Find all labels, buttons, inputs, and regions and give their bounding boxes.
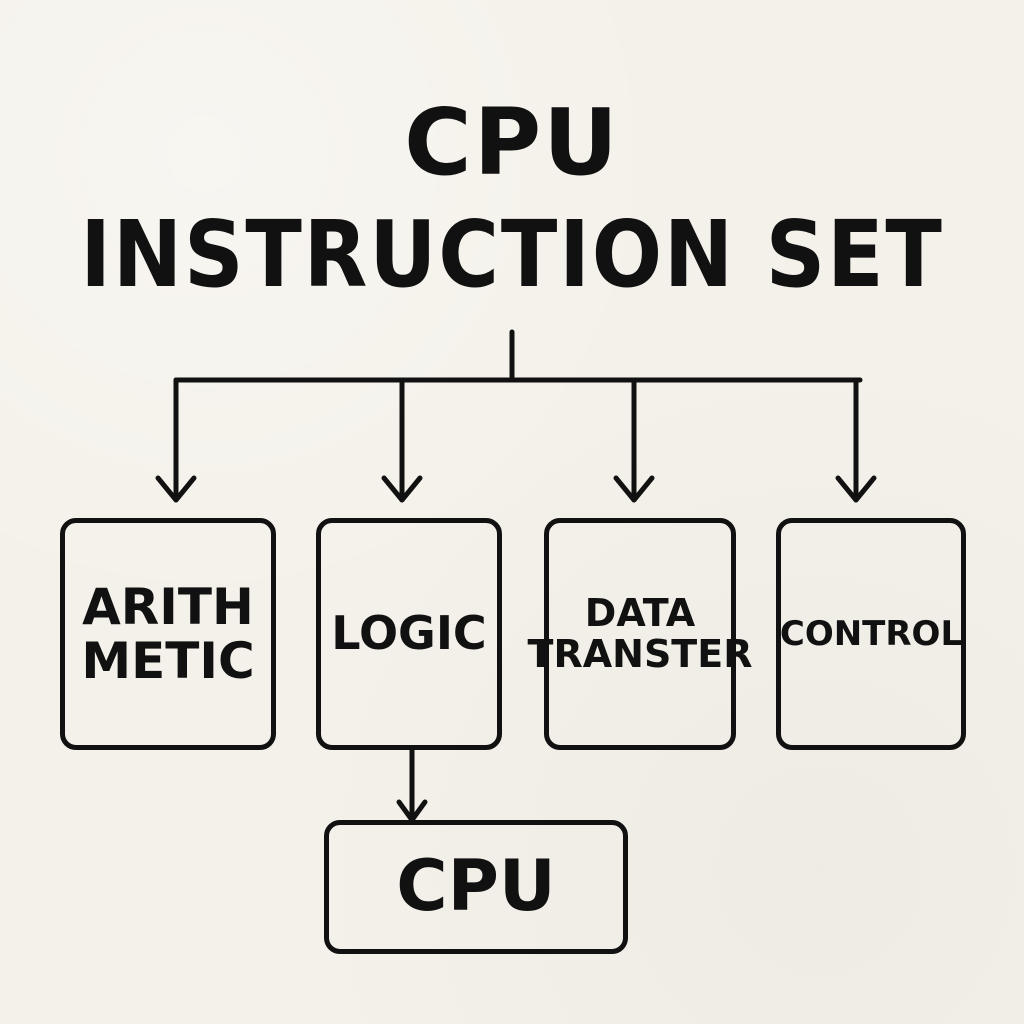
arrowhead-logic bbox=[381, 475, 423, 503]
category-box-control: CONTROL bbox=[776, 518, 966, 750]
category-label-arithmetic: ARITH METIC bbox=[81, 578, 255, 690]
arrowhead-arithmetic bbox=[155, 475, 197, 503]
category-box-arithmetic: ARITH METIC bbox=[60, 518, 276, 750]
category-box-data-transfer: DATA TRANSTER bbox=[528, 518, 752, 750]
category-label-logic: LOGIC bbox=[331, 606, 487, 661]
target-box-cpu: CPU bbox=[324, 820, 628, 954]
diagram-title-line1: CPU bbox=[404, 89, 620, 196]
category-label-control: CONTROL bbox=[779, 613, 963, 654]
target-label-cpu: CPU bbox=[396, 845, 556, 928]
category-box-logic: LOGIC bbox=[316, 518, 502, 750]
arrowhead-data-transfer bbox=[613, 475, 655, 503]
diagram-title-line2: INSTRUCTION SET bbox=[80, 201, 944, 308]
category-label-data-transfer: DATA TRANSTER bbox=[527, 590, 753, 676]
arrowhead-control bbox=[835, 475, 877, 503]
